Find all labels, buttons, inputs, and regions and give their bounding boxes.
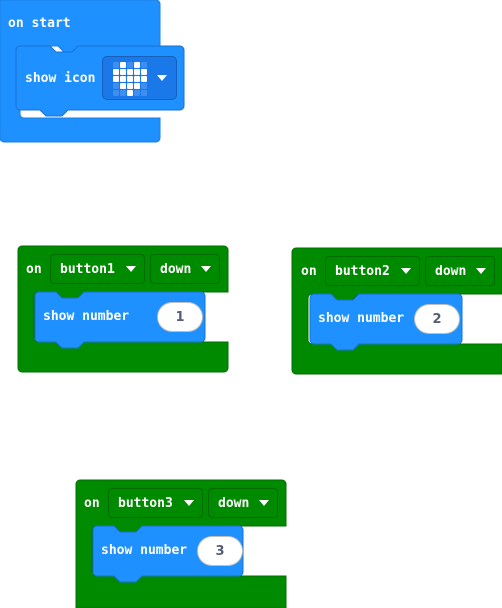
chevron-down-icon	[401, 268, 411, 274]
on-button2-event-block[interactable]: on button2 down show number 2	[291, 247, 502, 378]
on-start-label: on start	[8, 16, 71, 31]
action-dropdown-value: down	[218, 495, 250, 511]
led-on	[134, 83, 140, 89]
chevron-down-icon	[259, 500, 269, 506]
led-on	[120, 62, 126, 68]
button-dropdown[interactable]: button1	[50, 254, 145, 284]
on-label: on	[301, 264, 317, 279]
chevron-down-icon	[201, 266, 211, 272]
led-off	[134, 90, 140, 96]
show-number-label: show number	[101, 543, 188, 558]
on-button1-event-block[interactable]: on button1 down show number 1	[17, 245, 230, 376]
led-on	[141, 69, 147, 75]
led-on	[141, 76, 147, 82]
led-on	[113, 69, 119, 75]
led-on	[127, 69, 133, 75]
led-on	[134, 62, 140, 68]
number-input[interactable]: 1	[157, 302, 203, 332]
led-off	[141, 62, 147, 68]
led-off	[113, 62, 119, 68]
show-icon-label: show icon	[25, 71, 96, 86]
on-label: on	[26, 262, 42, 277]
show-number-block[interactable]: show number 3	[92, 525, 265, 584]
led-off	[120, 90, 126, 96]
heart-icon	[113, 62, 147, 96]
chevron-down-icon	[184, 500, 194, 506]
chevron-down-icon	[157, 75, 167, 81]
on-label: on	[84, 496, 100, 511]
on-button3-event-block[interactable]: on button3 down show number 3	[75, 479, 288, 608]
led-on	[134, 76, 140, 82]
led-off	[141, 90, 147, 96]
led-on	[113, 76, 119, 82]
action-dropdown-value: down	[160, 261, 192, 277]
show-number-block[interactable]: show number 1	[34, 291, 207, 350]
icon-dropdown[interactable]	[102, 56, 177, 100]
led-on	[120, 76, 126, 82]
button-dropdown[interactable]: button2	[325, 256, 420, 286]
chevron-down-icon	[476, 268, 486, 274]
number-input[interactable]: 2	[414, 304, 460, 334]
button-dropdown[interactable]: button3	[108, 488, 203, 518]
button-dropdown-value: button1	[60, 261, 115, 277]
action-dropdown[interactable]: down	[208, 488, 278, 518]
action-dropdown-value: down	[435, 263, 467, 279]
number-input[interactable]: 3	[197, 536, 243, 566]
led-off	[113, 90, 119, 96]
on-start-block[interactable]: on start show icon	[0, 0, 190, 150]
led-on	[134, 69, 140, 75]
led-off	[141, 83, 147, 89]
led-off	[113, 83, 119, 89]
led-on	[120, 69, 126, 75]
show-number-block[interactable]: show number 2	[309, 293, 482, 352]
action-dropdown[interactable]: down	[425, 256, 495, 286]
chevron-down-icon	[126, 266, 136, 272]
button-dropdown-value: button3	[118, 495, 173, 511]
show-number-label: show number	[318, 311, 405, 326]
led-on	[127, 83, 133, 89]
led-on	[127, 76, 133, 82]
action-dropdown[interactable]: down	[150, 254, 220, 284]
led-on	[120, 83, 126, 89]
on-start-block-shape	[0, 0, 161, 143]
button-dropdown-value: button2	[335, 263, 390, 279]
led-on	[127, 90, 133, 96]
show-number-label: show number	[43, 309, 130, 324]
led-off	[127, 62, 133, 68]
